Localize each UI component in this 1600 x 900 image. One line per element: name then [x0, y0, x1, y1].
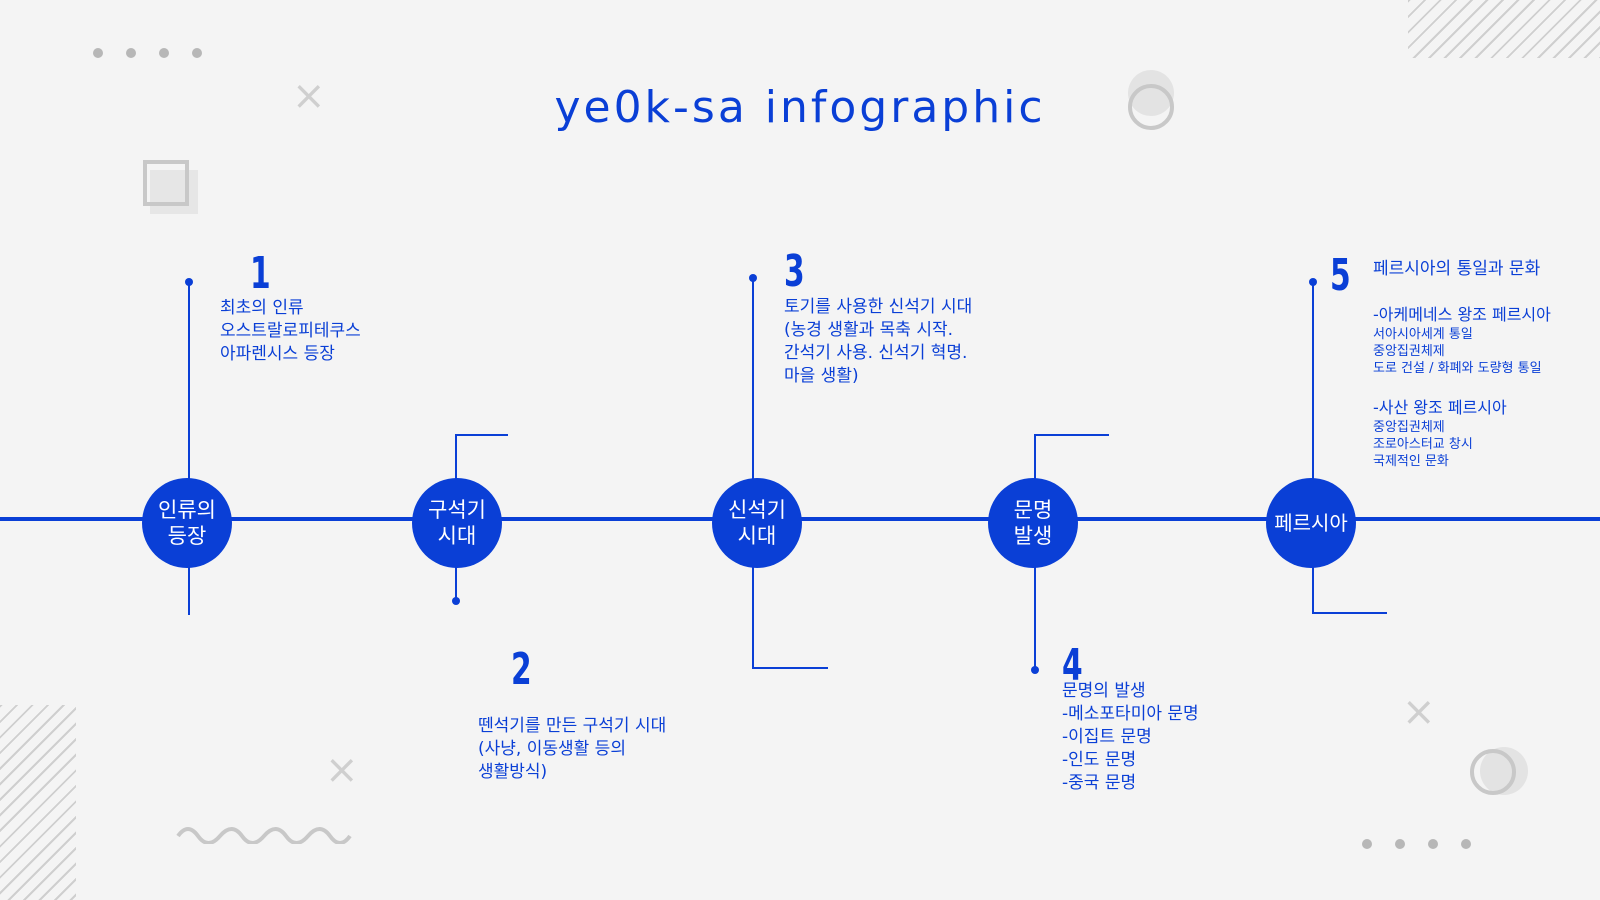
entry-2-text: 뗀석기를 만든 구석기 시대 (사냥, 이동생활 등의 생활방식) [478, 716, 667, 782]
connector-2-branch [455, 434, 508, 436]
decor-dot [1362, 839, 1372, 849]
node-3: 신석기 시대 [712, 478, 802, 568]
entry-5-block2-title: -사산 왕조 페르시아 [1373, 398, 1507, 417]
decor-dot [93, 48, 103, 58]
connector-dot-1 [185, 278, 193, 286]
entry-3-text: 토기를 사용한 신석기 시대 (농경 생활과 목축 시작. 간석기 사용. 신석… [784, 297, 973, 386]
decor-square [143, 160, 189, 206]
entry-5-block1-items: 서아시아세계 통일 중앙집권체제 도로 건설 / 화폐와 도량형 통일 [1373, 327, 1542, 376]
entry-5-block2-items: 중앙집권체제 조로아스터교 창시 국제적인 문화 [1373, 420, 1473, 469]
decor-dot [192, 48, 202, 58]
node-2: 구석기 시대 [412, 478, 502, 568]
node-4: 문명 발생 [988, 478, 1078, 568]
connector-dot-2 [452, 597, 460, 605]
decor-cross-icon: × [1402, 689, 1436, 735]
decor-dot [1428, 839, 1438, 849]
node-5: 페르시아 [1266, 478, 1356, 568]
decor-circle [1470, 749, 1516, 795]
connector-dot-3 [749, 274, 757, 282]
decor-dot [159, 48, 169, 58]
entry-5-heading: 페르시아의 통일과 문화 [1373, 259, 1541, 279]
connector-5-branch [1312, 612, 1387, 614]
connector-5 [1312, 282, 1314, 614]
entry-5-block1-title: -아케메네스 왕조 페르시아 [1373, 305, 1551, 324]
entry-5-number: 5 [1330, 250, 1351, 301]
entry-4-text: 문명의 발생 -메소포타미아 문명 -이집트 문명 -인도 문명 -중국 문명 [1062, 681, 1199, 793]
decor-cross-icon: × [325, 747, 359, 793]
decor-wave [176, 827, 352, 844]
decor-dot [1461, 839, 1471, 849]
connector-4-branch [1034, 434, 1109, 436]
connector-1 [188, 282, 190, 615]
connector-3 [752, 278, 754, 669]
connector-dot-5 [1309, 278, 1317, 286]
decor-square-shadow [150, 170, 198, 214]
entry-4-number: 4 [1062, 640, 1083, 691]
decor-circle [1128, 84, 1174, 130]
decor-dot [1395, 839, 1405, 849]
connector-3-branch [752, 667, 828, 669]
entry-3-number: 3 [784, 246, 805, 297]
entry-2-number: 2 [511, 644, 532, 695]
node-1: 인류의 등장 [142, 478, 232, 568]
entry-1-number: 1 [250, 248, 271, 299]
page-title: ye0k-sa infographic [554, 82, 1046, 133]
decor-hatch [1408, 0, 1600, 58]
connector-dot-4 [1031, 666, 1039, 674]
decor-cross-icon: × [292, 73, 326, 119]
entry-1-text: 최초의 인류 오스트랄로피테쿠스 아파렌시스 등장 [220, 298, 361, 364]
decor-dot [126, 48, 136, 58]
decor-hatch [0, 705, 76, 900]
